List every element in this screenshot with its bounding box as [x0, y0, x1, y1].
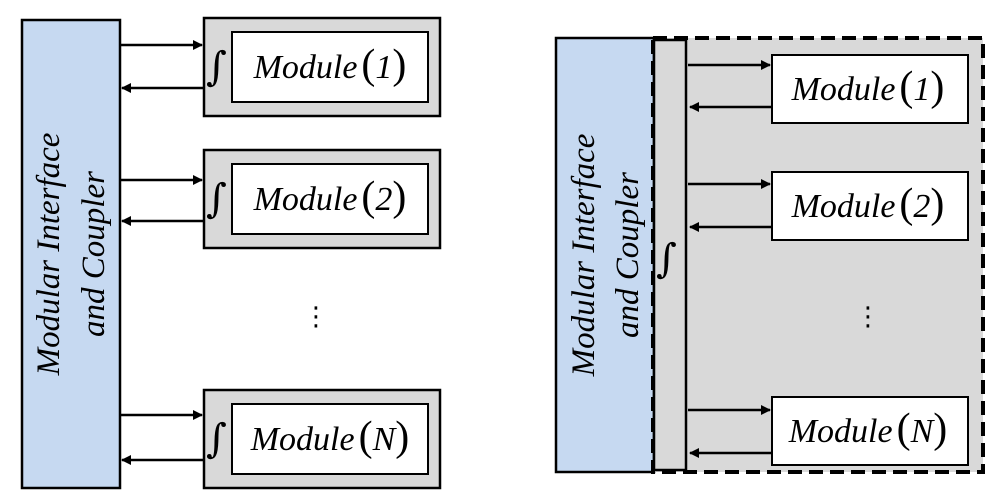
- left-ellipsis: ⋮: [303, 302, 329, 332]
- left-module-2-integral-icon: ∫: [206, 176, 227, 222]
- left-module-2: ∫ Module(2): [120, 148, 442, 250]
- right-interface-block: [554, 36, 656, 474]
- right-ellipsis: ⋮: [855, 302, 881, 332]
- right-interface-label-line1: Modular Interface: [566, 134, 602, 378]
- right-module-2: Module(2): [688, 171, 969, 241]
- left-interface-label-line2: and Coupler: [76, 171, 112, 337]
- left-interface-label-line1: Modular Interface: [31, 133, 67, 377]
- right-module-1-box: [771, 54, 969, 124]
- right-module-2-label: Module(2): [791, 181, 945, 227]
- left-module-2-label: Module(2): [253, 174, 407, 220]
- right-module-n-label: Module(N): [788, 406, 948, 452]
- right-diagram: Modular Interface and Coupler ∫ Module(1…: [554, 36, 985, 474]
- left-module-n-label: Module(N): [250, 414, 410, 460]
- right-module-1-label: Module(1): [791, 64, 945, 110]
- left-diagram: Modular Interface and Coupler ∫ Module(1…: [20, 16, 442, 490]
- left-module-2-box: [231, 163, 429, 235]
- right-module-n-box: [771, 396, 969, 466]
- right-integral-icon: ∫: [656, 236, 677, 282]
- left-interface-block: [20, 18, 122, 490]
- left-module-1-box: [231, 31, 429, 103]
- left-module-n-box: [231, 403, 429, 475]
- right-module-2-box: [771, 171, 969, 241]
- left-module-n-integral-icon: ∫: [206, 416, 227, 462]
- right-interface-label-line2: and Coupler: [610, 172, 646, 338]
- left-module-n: ∫ Module(N): [120, 388, 442, 490]
- right-module-n: Module(N): [688, 396, 969, 466]
- left-module-1-label: Module(1): [253, 42, 407, 88]
- left-module-1: ∫ Module(1): [120, 16, 442, 118]
- right-integrator-bar: [652, 38, 688, 472]
- left-module-1-integral-icon: ∫: [206, 44, 227, 90]
- right-module-1: Module(1): [688, 54, 969, 124]
